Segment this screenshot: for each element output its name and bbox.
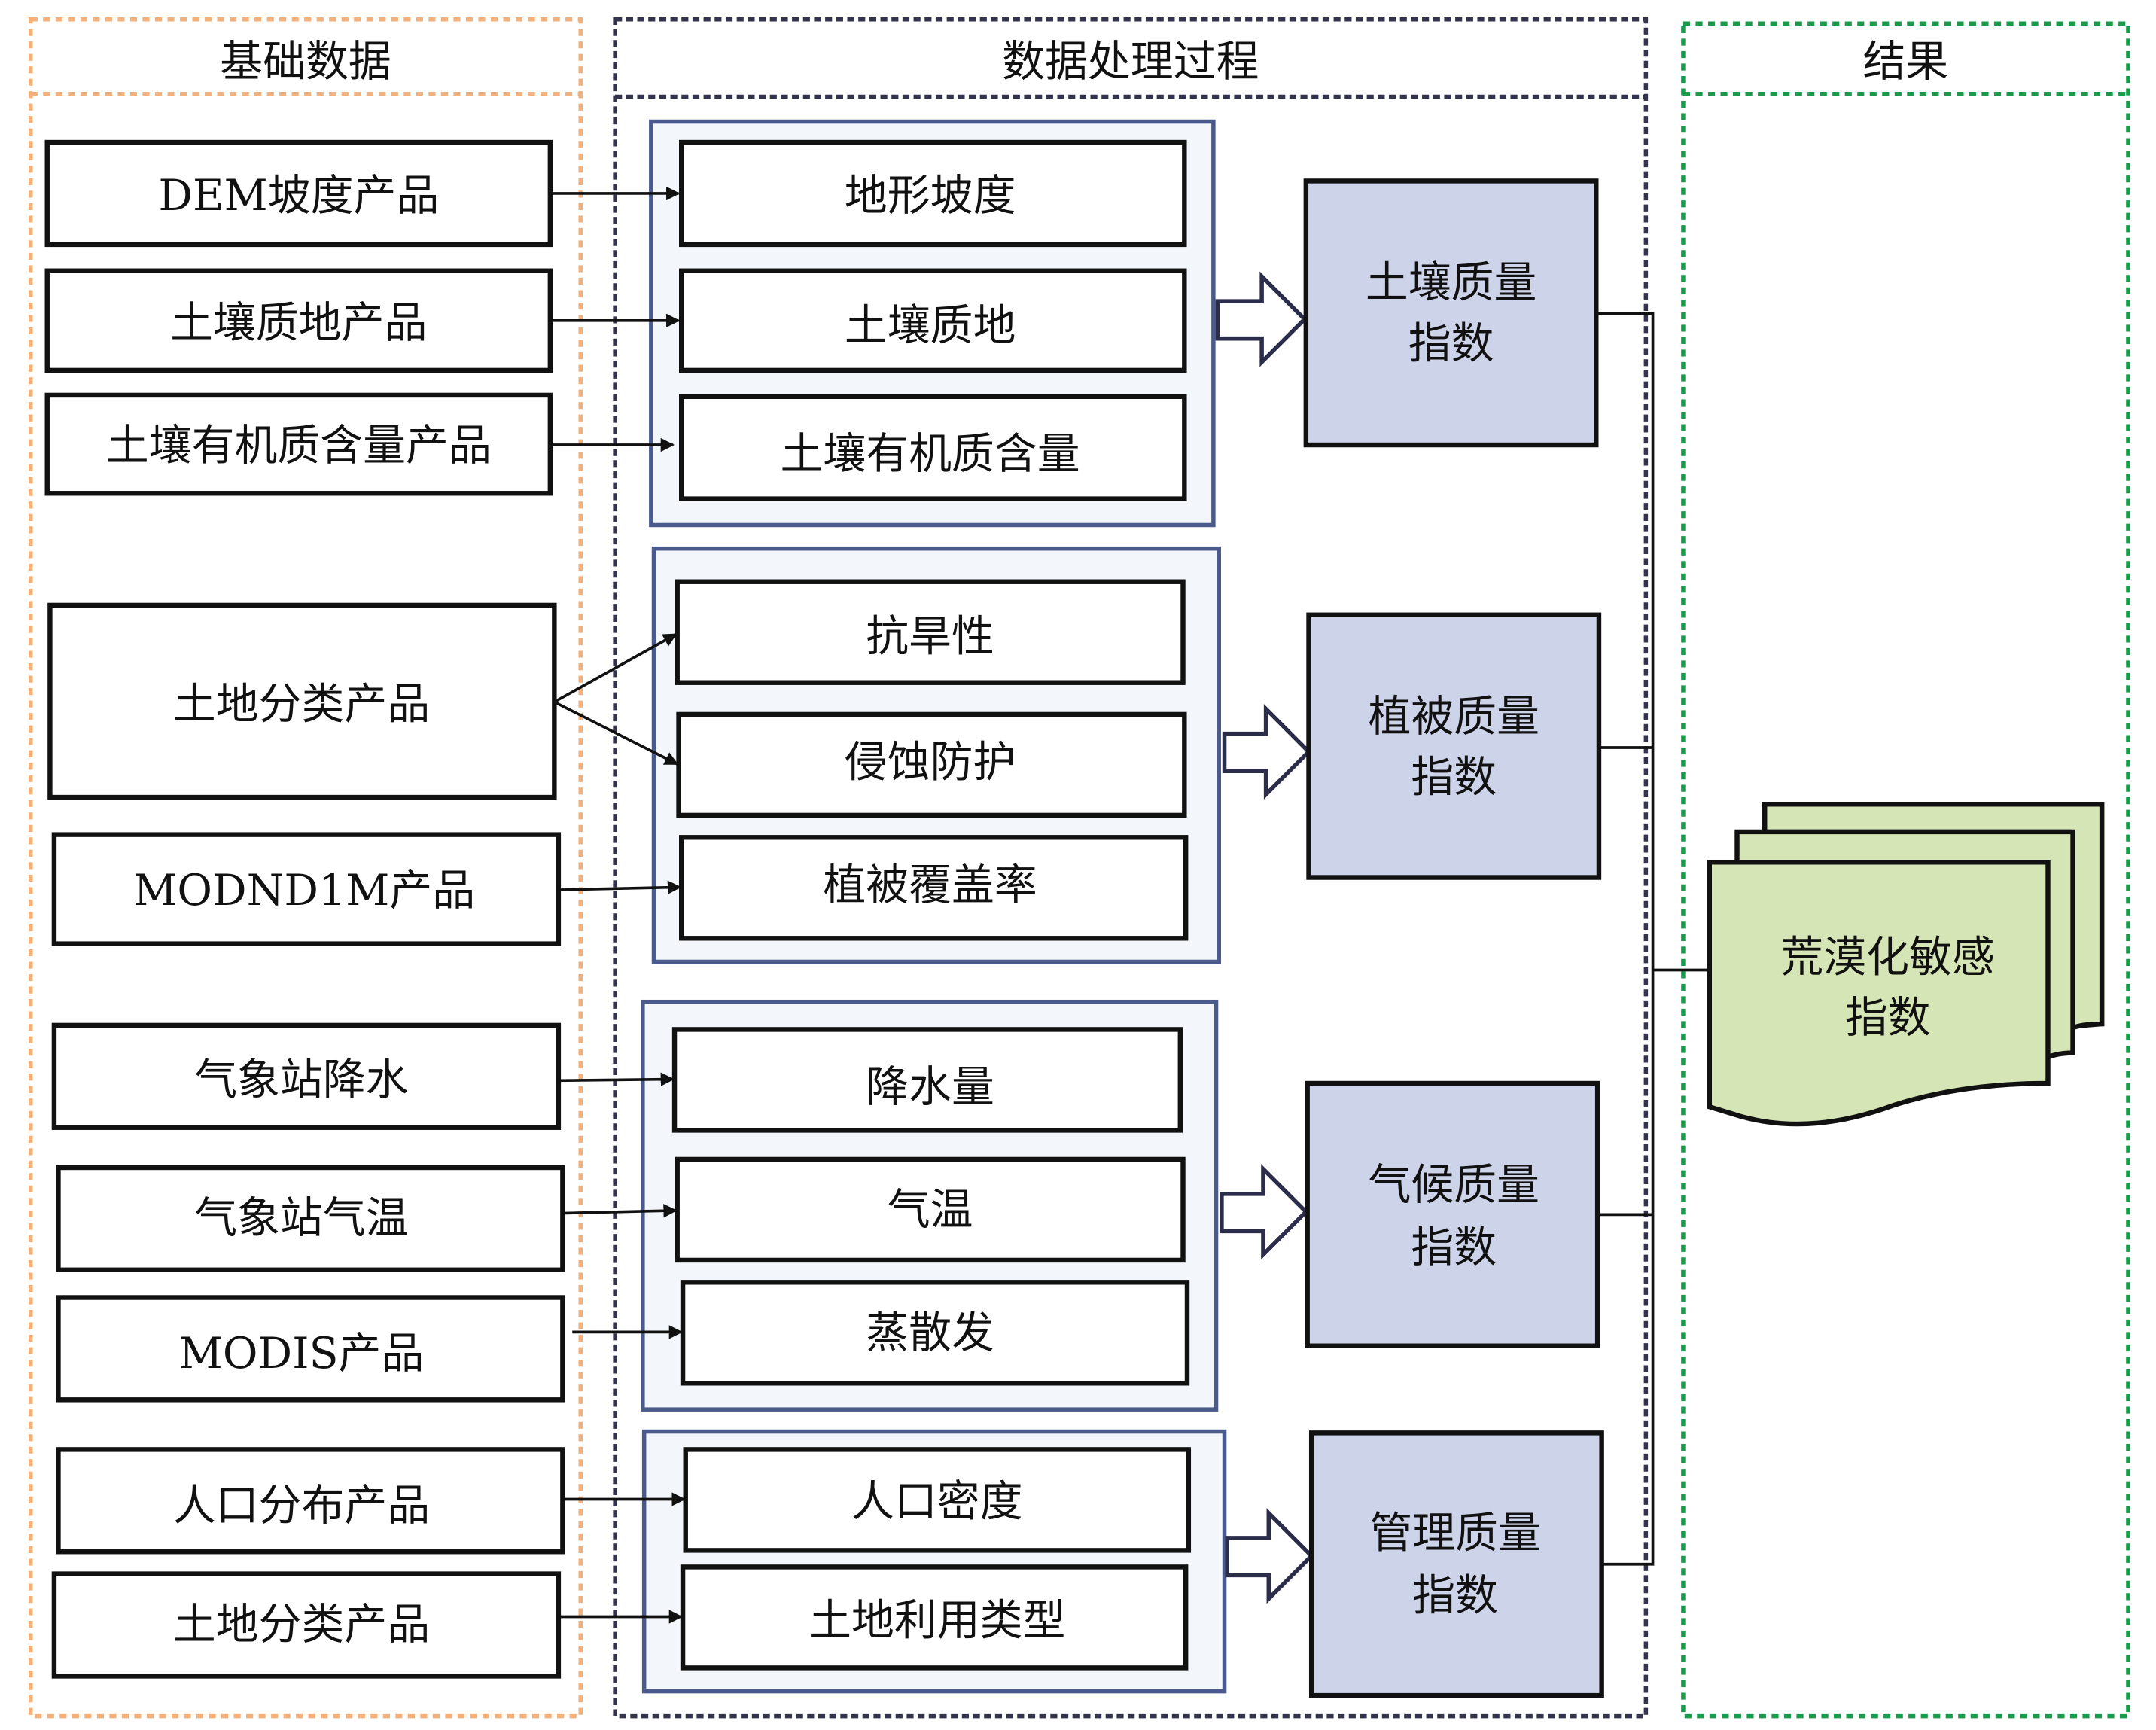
input-node: 土壤有机质含量产品 — [44, 392, 553, 496]
svg-text:MODND1M产品: MODND1M产品 — [133, 866, 475, 915]
svg-text:降水量: 降水量 — [866, 1062, 994, 1112]
svg-text:抗旱性: 抗旱性 — [866, 612, 994, 662]
factor-node: 土壤质地 — [679, 268, 1187, 373]
svg-text:指数: 指数 — [1408, 318, 1494, 368]
factor-node: 气温 — [675, 1156, 1186, 1263]
connector-arrows — [550, 186, 686, 1624]
factor-node: 侵蚀防护 — [676, 711, 1187, 818]
arrow — [558, 1072, 675, 1086]
svg-text:蒸散发: 蒸散发 — [866, 1308, 994, 1358]
input-node: MODIS产品 — [56, 1295, 565, 1403]
input-node: 土壤质地产品 — [44, 268, 553, 373]
factor-node: 植被覆盖率 — [679, 835, 1189, 941]
column-title-result: 结果 — [1863, 37, 1949, 87]
svg-text:指数: 指数 — [1412, 1570, 1498, 1620]
svg-text:人口密度: 人口密度 — [851, 1477, 1023, 1527]
svg-text:管理质量: 管理质量 — [1369, 1509, 1541, 1558]
document-icon — [1707, 860, 2051, 1127]
svg-text:土地利用类型: 土地利用类型 — [808, 1595, 1065, 1645]
svg-text:气温: 气温 — [888, 1185, 973, 1235]
input-node: 气象站降水 — [51, 1022, 562, 1130]
svg-text:气象站降水: 气象站降水 — [194, 1055, 408, 1105]
svg-text:植被质量: 植被质量 — [1368, 692, 1539, 742]
result-title-line1: 荒漠化敏感 — [1780, 932, 1994, 982]
svg-text:土壤有机质含量: 土壤有机质含量 — [781, 429, 1080, 479]
svg-text:土壤质地产品: 土壤质地产品 — [170, 298, 427, 348]
block-arrow — [1215, 271, 1308, 367]
svg-text:土地分类产品: 土地分类产品 — [173, 679, 430, 729]
input-node: MODND1M产品 — [51, 832, 562, 946]
input-node: 气象站气温 — [56, 1165, 565, 1273]
arrow — [558, 880, 682, 894]
block-arrow — [1222, 703, 1312, 800]
arrow — [553, 632, 678, 704]
block-arrow — [1225, 1508, 1315, 1604]
factor-node: 土壤有机质含量 — [679, 394, 1187, 501]
svg-text:土地分类产品: 土地分类产品 — [173, 1600, 430, 1649]
result-title-line2: 指数 — [1845, 993, 1931, 1043]
svg-text:人口分布产品: 人口分布产品 — [173, 1481, 430, 1531]
svg-text:土壤质地: 土壤质地 — [845, 301, 1016, 351]
index-node-management: 管理质量 指数 — [1308, 1430, 1604, 1698]
block-arrow — [1220, 1164, 1309, 1260]
svg-text:气象站气温: 气象站气温 — [194, 1193, 408, 1243]
factor-node: 地形坡度 — [679, 139, 1187, 248]
column-title-input: 基础数据 — [220, 37, 391, 87]
arrow — [553, 700, 679, 766]
input-node: DEM坡度产品 — [44, 139, 553, 248]
svg-text:土壤质量: 土壤质量 — [1366, 258, 1537, 308]
factor-node: 抗旱性 — [675, 579, 1186, 685]
svg-text:DEM坡度产品: DEM坡度产品 — [158, 171, 439, 221]
index-node-soil: 土壤质量 指数 — [1303, 178, 1599, 448]
factor-node: 土地利用类型 — [680, 1564, 1189, 1671]
svg-text:指数: 指数 — [1411, 1223, 1497, 1272]
result-connector — [1596, 312, 1711, 1566]
column-result: 结果 — [1681, 21, 2130, 1719]
input-node: 土地分类产品 — [47, 602, 557, 800]
svg-text:指数: 指数 — [1411, 753, 1497, 803]
svg-text:植被覆盖率: 植被覆盖率 — [823, 860, 1037, 910]
column-process: 数据处理过程 — [613, 17, 1649, 1719]
input-node: 人口分布产品 — [56, 1447, 565, 1555]
column-title-process: 数据处理过程 — [1002, 37, 1259, 87]
svg-text:MODIS产品: MODIS产品 — [179, 1329, 425, 1378]
factor-node: 人口密度 — [683, 1447, 1192, 1553]
factor-node: 降水量 — [671, 1027, 1183, 1133]
column-input: 基础数据 — [28, 17, 583, 1719]
factor-node: 蒸散发 — [680, 1280, 1190, 1386]
arrow — [562, 1204, 678, 1218]
index-node-vegetation: 植被质量 指数 — [1306, 612, 1602, 880]
svg-text:土壤有机质含量产品: 土壤有机质含量产品 — [106, 421, 492, 471]
index-node-climate: 气候质量 指数 — [1305, 1080, 1600, 1348]
svg-text:侵蚀防护: 侵蚀防护 — [845, 738, 1016, 787]
svg-text:气候质量: 气候质量 — [1368, 1160, 1539, 1210]
input-node: 土地分类产品 — [51, 1571, 562, 1679]
result-document: 荒漠化敏感 指数 — [1707, 802, 2105, 1127]
svg-text:地形坡度: 地形坡度 — [845, 171, 1016, 221]
